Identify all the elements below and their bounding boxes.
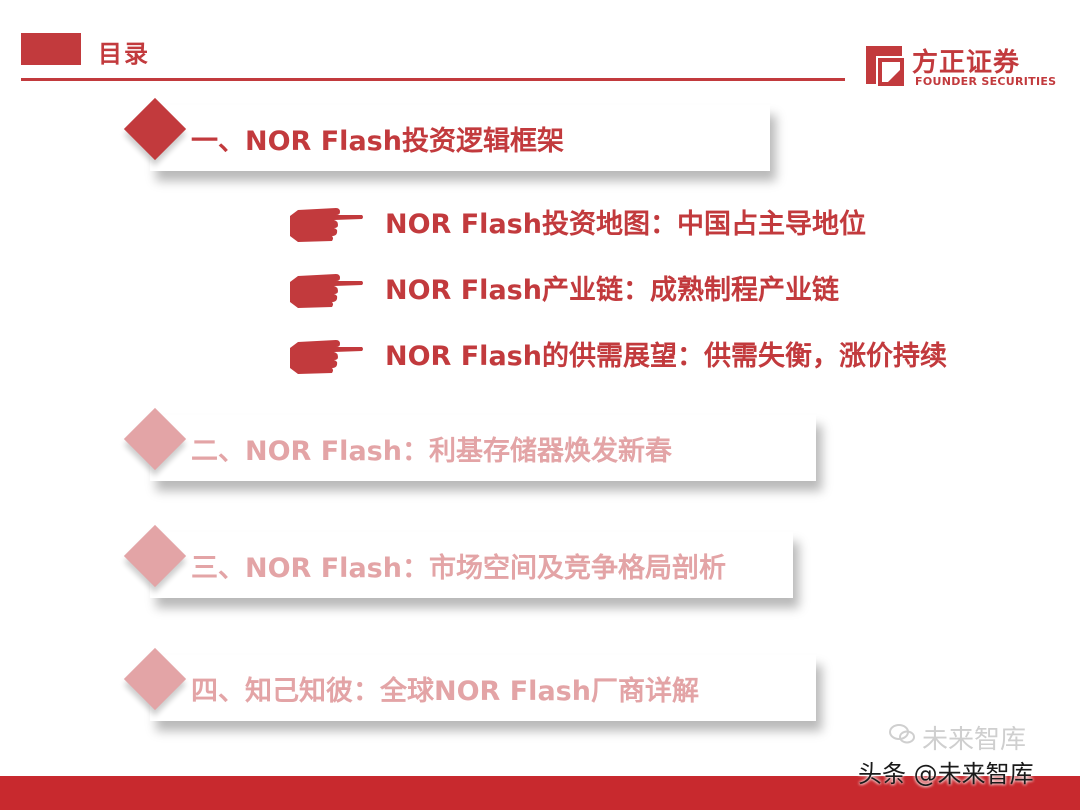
pointing-hand-icon <box>290 274 363 308</box>
page-title: 目录 <box>98 40 150 68</box>
section-bar <box>150 655 816 721</box>
section-bar <box>150 532 793 598</box>
founder-logo-mark-icon <box>866 46 904 86</box>
wechat-icon <box>889 724 915 744</box>
section-label: 二、NOR Flash：利基存储器焕发新春 <box>191 436 672 467</box>
section-bar <box>150 105 770 171</box>
section-label: 一、NOR Flash投资逻辑框架 <box>191 126 564 157</box>
pointing-hand-icon <box>290 340 363 374</box>
subitem-label: NOR Flash产业链：成熟制程产业链 <box>385 275 839 306</box>
section-label: 三、NOR Flash：市场空间及竞争格局剖析 <box>191 553 726 584</box>
logo-text-cn: 方正证券 <box>912 48 1021 78</box>
header-divider <box>21 78 845 81</box>
section-bar <box>150 415 816 481</box>
logo-text-en: FOUNDER SECURITIES <box>915 75 1057 88</box>
pointing-hand-icon <box>290 208 363 242</box>
header-accent-block <box>21 33 81 65</box>
founder-securities-logo: 方正证券 FOUNDER SECURITIES <box>862 42 1056 92</box>
subitem-label: NOR Flash投资地图：中国占主导地位 <box>385 209 866 240</box>
watermark-text: 未来智库 <box>922 725 1027 755</box>
subitem-label: NOR Flash的供需展望：供需失衡，涨价持续 <box>385 341 947 372</box>
footer-bar <box>0 776 1080 810</box>
section-label: 四、知己知彼：全球NOR Flash厂商详解 <box>191 676 699 707</box>
source-credit: 头条 @未来智库 <box>858 760 1034 788</box>
